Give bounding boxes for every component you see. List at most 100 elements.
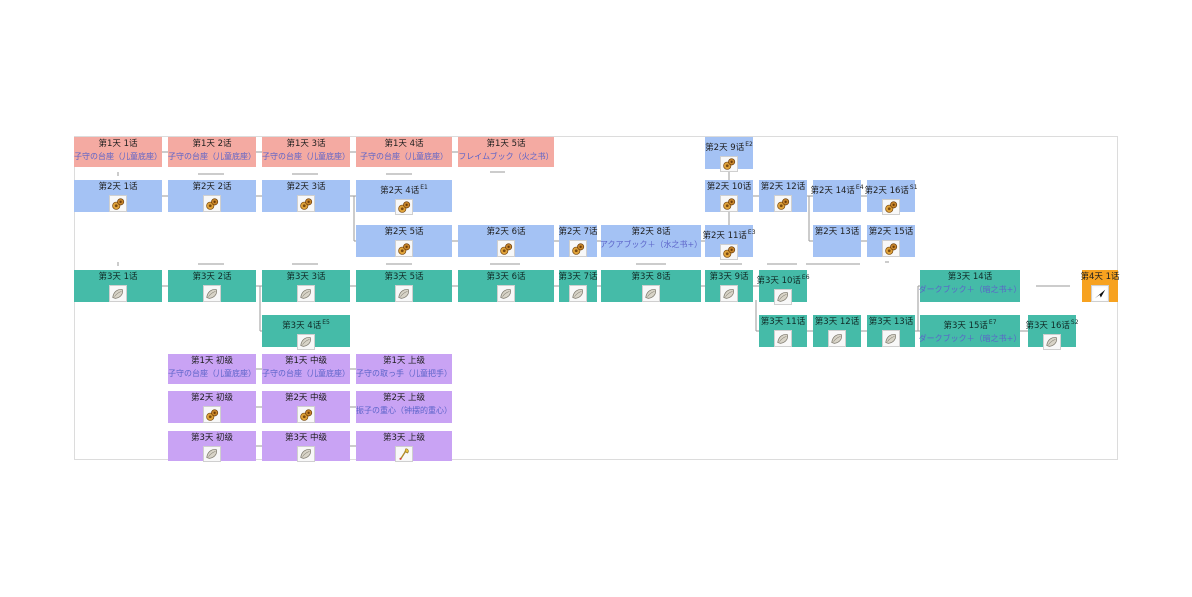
story-node-d2-5[interactable]: 第2天 5话 — [356, 225, 452, 257]
node-title: 第3天 6话 — [486, 272, 526, 282]
node-superscript: S2 — [1070, 319, 1079, 326]
story-node-d3-11[interactable]: 第3天 11话 — [759, 315, 807, 347]
shell-icon — [297, 333, 315, 350]
story-node-d2-10[interactable]: 第2天 10话 — [705, 180, 753, 212]
story-node-c2-hard[interactable]: 第2天 上级振子の重心（钟摆的重心） — [356, 391, 452, 423]
story-node-d1-5[interactable]: 第1天 5话フレイムブック（火之书） — [458, 137, 554, 167]
gear-coin-icon — [203, 406, 221, 423]
node-title: 第2天 1话 — [98, 182, 138, 192]
quill-icon — [395, 446, 413, 462]
story-node-d3-13[interactable]: 第3天 13话 — [867, 315, 915, 347]
story-node-c3-mid[interactable]: 第3天 中级 — [262, 431, 350, 462]
story-node-d2-1[interactable]: 第2天 1话 — [74, 180, 162, 212]
gear-coin-icon — [109, 195, 127, 212]
node-superscript: E2 — [745, 141, 753, 148]
node-title: 第3天 14话 — [947, 272, 993, 282]
gear-coin-icon — [774, 195, 792, 212]
node-superscript: E5 — [322, 319, 330, 326]
gear-coin-icon — [720, 195, 738, 212]
story-node-d2-9[interactable]: 第2天 9话E2 — [705, 137, 753, 172]
node-title: 第2天 7话 — [558, 227, 598, 237]
gear-coin-icon — [882, 198, 900, 215]
story-node-d3-6[interactable]: 第3天 6话 — [458, 270, 554, 302]
story-node-d2-4[interactable]: 第2天 4话E1 — [356, 180, 452, 215]
story-node-d4-1[interactable]: 第4天 1话 — [1080, 270, 1120, 302]
node-title: 第1天 2话 — [192, 139, 232, 149]
node-title: 第3天 9话 — [709, 272, 749, 282]
story-node-d3-2[interactable]: 第3天 2话 — [168, 270, 256, 302]
story-node-d1-4[interactable]: 第1天 4话子守の台座（儿童底座） — [356, 137, 452, 167]
node-title: 第2天 上级 — [382, 393, 426, 403]
story-node-d2-13[interactable]: 第2天 13话 — [813, 225, 861, 257]
node-title: 第2天 12话 — [760, 182, 806, 192]
shell-icon — [882, 330, 900, 347]
node-title: 第3天 2话 — [192, 272, 232, 282]
node-superscript: E3 — [747, 229, 756, 236]
gear-coin-icon — [297, 195, 315, 212]
node-reward-label: 子守の台座（儿童底座） — [262, 152, 350, 161]
story-node-d2-2[interactable]: 第2天 2话 — [168, 180, 256, 212]
node-title: 第1天 4话 — [384, 139, 424, 149]
gear-coin-icon — [203, 195, 221, 212]
node-title: 第3天 7话 — [558, 272, 598, 282]
story-node-c1-easy[interactable]: 第1天 初级子守の台座（儿童底座） — [168, 354, 256, 384]
story-node-d3-1[interactable]: 第3天 1话 — [74, 270, 162, 302]
node-title: 第3天 16话S2 — [1025, 319, 1079, 331]
node-title: 第1天 3话 — [286, 139, 326, 149]
story-node-d1-1[interactable]: 第1天 1话子守の台座（儿童底座） — [74, 137, 162, 167]
node-reward-label: 子守の台座（儿童底座） — [74, 152, 162, 161]
story-node-c2-mid[interactable]: 第2天 中级 — [262, 391, 350, 423]
story-node-d3-16[interactable]: 第3天 16话S2 — [1025, 315, 1079, 350]
story-node-d3-8[interactable]: 第3天 8话 — [601, 270, 701, 302]
story-node-c3-hard[interactable]: 第3天 上级 — [356, 431, 452, 462]
story-node-c1-mid[interactable]: 第1天 中级子守の台座（儿童底座） — [262, 354, 350, 384]
story-node-d2-6[interactable]: 第2天 6话 — [458, 225, 554, 257]
node-title: 第2天 8话 — [631, 227, 671, 237]
story-node-d1-2[interactable]: 第1天 2话子守の台座（儿童底座） — [168, 137, 256, 167]
story-node-d3-5[interactable]: 第3天 5话 — [356, 270, 452, 302]
story-node-d3-3[interactable]: 第3天 3话 — [262, 270, 350, 302]
story-node-d3-7[interactable]: 第3天 7话 — [558, 270, 598, 302]
story-node-d2-15[interactable]: 第2天 15话 — [867, 225, 915, 257]
node-title: 第3天 8话 — [631, 272, 671, 282]
story-node-d3-14[interactable]: 第3天 14话ダークブック＋（暗之书+） — [919, 270, 1021, 302]
story-node-d3-12[interactable]: 第3天 12话 — [813, 315, 861, 347]
node-title: 第3天 初级 — [190, 433, 234, 443]
shell-icon — [774, 288, 792, 305]
node-title: 第1天 5话 — [486, 139, 526, 149]
story-node-d1-3[interactable]: 第1天 3话子守の台座（儿童底座） — [262, 137, 350, 167]
story-node-d2-12[interactable]: 第2天 12话 — [759, 180, 807, 212]
shell-icon — [1043, 333, 1061, 350]
story-node-c2-easy[interactable]: 第2天 初级 — [168, 391, 256, 423]
node-reward-label: 子守の台座（儿童底座） — [168, 152, 256, 161]
story-node-d2-16[interactable]: 第2天 16话S1 — [864, 180, 918, 215]
shell-icon — [203, 446, 221, 462]
node-title: 第2天 15话 — [868, 227, 914, 237]
story-node-d3-4[interactable]: 第3天 4话E5 — [262, 315, 350, 350]
story-node-d3-9[interactable]: 第3天 9话 — [705, 270, 753, 302]
node-reward-label: 子守の台座（儿童底座） — [360, 152, 448, 161]
story-node-d2-3[interactable]: 第2天 3话 — [262, 180, 350, 212]
shell-icon — [569, 285, 587, 302]
gear-coin-icon — [497, 240, 515, 257]
node-title: 第2天 3话 — [286, 182, 326, 192]
node-title: 第1天 1话 — [98, 139, 138, 149]
node-title: 第1天 初级 — [190, 356, 234, 366]
story-node-d3-10[interactable]: 第3天 10话E6 — [756, 270, 810, 305]
gear-coin-icon — [297, 406, 315, 423]
story-node-d2-8[interactable]: 第2天 8话アクアブック＋（水之书+） — [600, 225, 702, 257]
story-node-c1-hard[interactable]: 第1天 上级子守の取っ手（儿童把手） — [356, 354, 452, 384]
node-title: 第2天 中级 — [284, 393, 328, 403]
story-node-d2-14[interactable]: 第2天 14话E4 — [810, 180, 864, 212]
node-superscript: E7 — [988, 319, 997, 326]
node-reward-label: 子守の台座（儿童底座） — [168, 369, 256, 378]
node-reward-label: 子守の取っ手（儿童把手） — [356, 369, 452, 378]
node-title: 第2天 11话E3 — [702, 229, 756, 241]
story-node-d2-7[interactable]: 第2天 7话 — [558, 225, 598, 257]
node-title: 第2天 6话 — [486, 227, 526, 237]
story-node-d2-11[interactable]: 第2天 11话E3 — [702, 225, 756, 260]
story-node-c3-easy[interactable]: 第3天 初级 — [168, 431, 256, 462]
node-title: 第2天 5话 — [384, 227, 424, 237]
gear-coin-icon — [720, 155, 738, 172]
